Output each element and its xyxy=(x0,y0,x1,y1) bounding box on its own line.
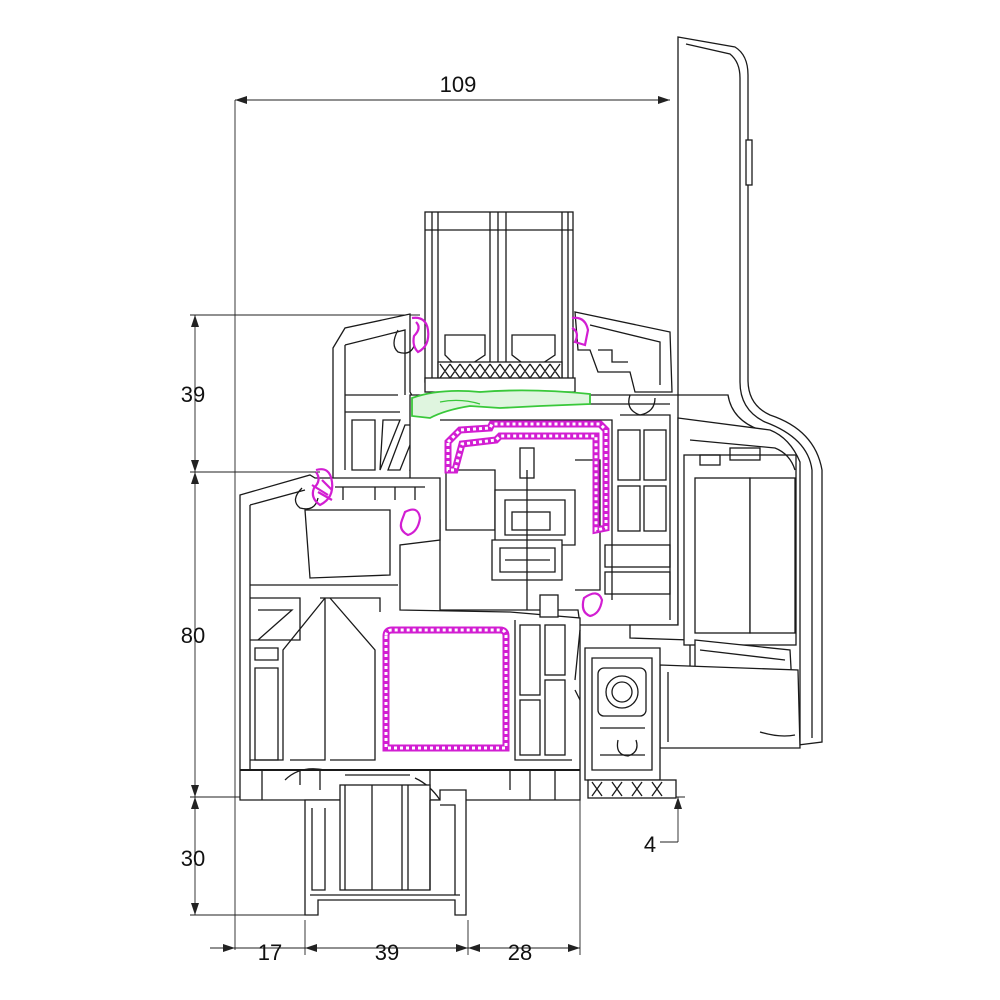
window-handle xyxy=(677,36,823,746)
reinforcement-sash xyxy=(444,420,610,535)
dim-top-height: 39 xyxy=(181,382,205,407)
dim-offset: 4 xyxy=(644,832,656,857)
dim-bottom-height: 30 xyxy=(181,846,205,871)
dimension-labels: 109 39 80 30 4 17 39 28 xyxy=(181,72,656,965)
dim-total-width: 109 xyxy=(440,72,477,97)
dim-bottom-left: 17 xyxy=(258,940,282,965)
frame-extension xyxy=(584,647,677,799)
dim-bottom-mid: 39 xyxy=(375,940,399,965)
gaskets xyxy=(311,316,604,618)
right-housing xyxy=(629,417,801,749)
reinforcement-frame xyxy=(382,626,510,752)
frame-profile xyxy=(239,474,581,801)
dim-bottom-right: 28 xyxy=(508,940,532,965)
bottom-sill xyxy=(304,784,467,916)
glazing-bead xyxy=(411,389,591,419)
glazing-unit xyxy=(424,211,576,393)
dim-mid-height: 80 xyxy=(181,623,205,648)
locking-hardware xyxy=(491,447,576,618)
